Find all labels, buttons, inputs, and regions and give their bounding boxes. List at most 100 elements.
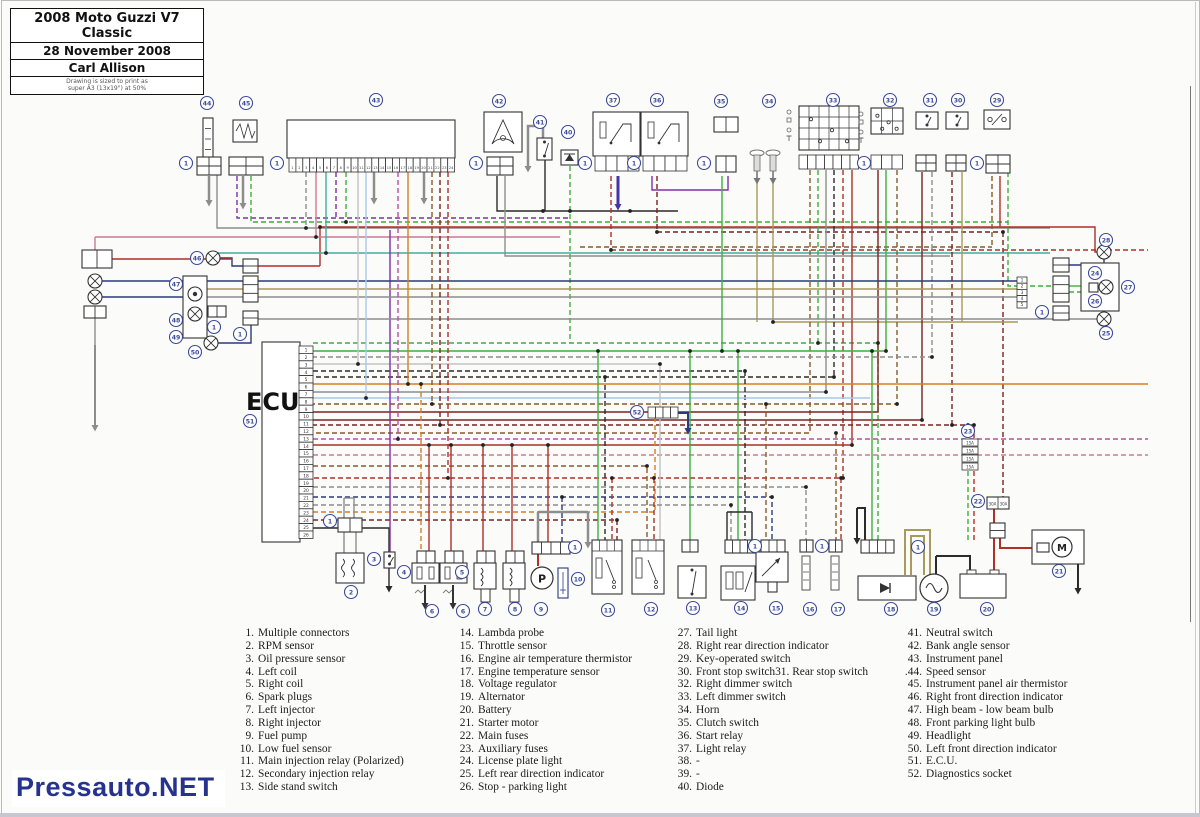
component-left-coil-connector: [416, 550, 436, 564]
component-left-injector-connector: [476, 550, 496, 564]
component-number-badge: 6: [455, 603, 471, 619]
component-front-stop-connector: [945, 154, 967, 172]
svg-text:1: 1: [820, 543, 824, 550]
legend-item: 7.Left injector: [245, 704, 315, 717]
component-instrument-panel: [286, 119, 456, 159]
component-number-badge: 49: [168, 329, 184, 345]
legend-item: 40.Diode: [677, 781, 724, 794]
component-number-badge: 7: [477, 601, 493, 617]
svg-text:1: 1: [212, 324, 216, 331]
component-voltage-regulator: [857, 575, 917, 601]
svg-text:P: P: [538, 573, 546, 586]
svg-text:15A: 15A: [966, 456, 974, 461]
component-number-badge: 28: [1098, 232, 1114, 248]
legend-item: 38.-: [677, 755, 700, 768]
svg-text:9: 9: [539, 606, 543, 613]
component-number-badge: 27: [1120, 279, 1136, 295]
component-number-badge: 1: [206, 319, 222, 335]
sheet-outer-border: [1195, 2, 1196, 813]
component-front-stop-switch: [945, 111, 969, 130]
component-number-badge: 1: [577, 155, 593, 171]
svg-text:11: 11: [604, 607, 613, 614]
component-tail-conn-3: [1052, 305, 1070, 321]
svg-text:3: 3: [305, 166, 307, 170]
svg-text:48: 48: [172, 317, 181, 324]
svg-text:12: 12: [366, 166, 371, 170]
component-left-front-indicator: [203, 335, 219, 351]
component-tail-conn-1: [1052, 257, 1070, 273]
component-right-injector: [502, 562, 526, 603]
component-front-conn-2: [242, 275, 259, 303]
component-tail-bulb-socket: [1088, 282, 1099, 293]
component-fuse-connector: [989, 522, 1006, 539]
component-number-badge: 36: [649, 92, 665, 108]
component-right-dimmer-pins: [870, 154, 903, 170]
svg-text:26: 26: [1091, 298, 1100, 305]
legend-item: 28.Right rear direction indicator: [677, 639, 829, 652]
svg-text:50: 50: [191, 349, 200, 356]
svg-text:15: 15: [772, 605, 781, 612]
component-tail-conn-2: [1052, 275, 1070, 303]
svg-text:40: 40: [564, 129, 573, 136]
component-ecu-pins: 1234567891011121314151617181920212223242…: [298, 345, 314, 539]
component-headlight-connector: [207, 305, 227, 318]
component-left-rear-indicator: [1096, 311, 1112, 327]
svg-text:25: 25: [303, 525, 309, 531]
component-throttle-sensor: [755, 551, 789, 583]
svg-text:14: 14: [737, 605, 746, 612]
component-right-dimmer-switch: [870, 107, 904, 135]
component-left-dimmer-pins: [798, 154, 859, 170]
print-note: Drawing is sized to print as super A3 (1…: [10, 77, 204, 95]
component-number-badge: 24: [1087, 265, 1103, 281]
wires: [91, 124, 1148, 595]
svg-text:1: 1: [305, 348, 308, 354]
component-bank-angle-sensor: [483, 111, 523, 153]
print-note-line2: super A3 (13x19") at 50%: [67, 85, 147, 92]
svg-text:32: 32: [886, 97, 895, 104]
legend-item: 50.Left front direction indicator: [907, 742, 1057, 755]
component-number-badge: 35: [713, 93, 729, 109]
svg-text:13: 13: [303, 436, 309, 442]
svg-text:12: 12: [303, 429, 309, 435]
svg-text:28: 28: [1102, 237, 1111, 244]
component-number-badge: 34: [761, 93, 777, 109]
svg-text:6: 6: [461, 608, 465, 615]
component-number-badge: 20: [979, 601, 995, 617]
component-lambda-probe: [720, 565, 756, 601]
legend-item: 30.Front stop switch31. Rear stop switch: [677, 665, 869, 678]
component-air-therm-connector: [799, 539, 814, 553]
component-right-coil-connector: [444, 550, 464, 564]
legend-item: 43.Instrument panel: [907, 652, 1003, 665]
legend-item: 49.Headlight: [907, 729, 971, 742]
author-line: Carl Allison: [10, 60, 204, 77]
svg-text:1: 1: [573, 544, 577, 551]
legend-item: 5.Right coil: [245, 678, 304, 691]
title-line: 2008 Moto Guzzi V7 Classic: [10, 8, 204, 43]
component-clutch-switch-connector: [715, 155, 737, 173]
component-number-badge: 45: [238, 95, 254, 111]
legend-item: 51.E.C.U.: [907, 755, 958, 768]
svg-text:1: 1: [184, 160, 188, 167]
component-horn-right: [765, 149, 781, 185]
component-number-badge: 11: [600, 602, 616, 618]
svg-text:19: 19: [303, 481, 309, 487]
legend-item: 41.Neutral switch: [907, 627, 993, 639]
component-start-relay-pins: [642, 155, 688, 172]
component-right-dimmer-icons: [858, 111, 864, 143]
legend-item: 32.Right dimmer switch: [677, 678, 793, 691]
legend-item: 23.Auxiliary fuses: [459, 742, 548, 755]
component-left-dimmer-switch: [798, 105, 860, 151]
legend-item: 8.Right injector: [245, 716, 321, 729]
component-rear-stop-switch: [915, 111, 939, 130]
svg-text:6: 6: [305, 385, 308, 391]
svg-text:36: 36: [653, 97, 662, 104]
svg-text:22: 22: [974, 498, 983, 505]
svg-text:1: 1: [916, 544, 920, 551]
component-spark-right: [442, 585, 457, 610]
component-number-badge: 3: [366, 551, 382, 567]
component-oil-pressure-sensor: [383, 551, 396, 569]
